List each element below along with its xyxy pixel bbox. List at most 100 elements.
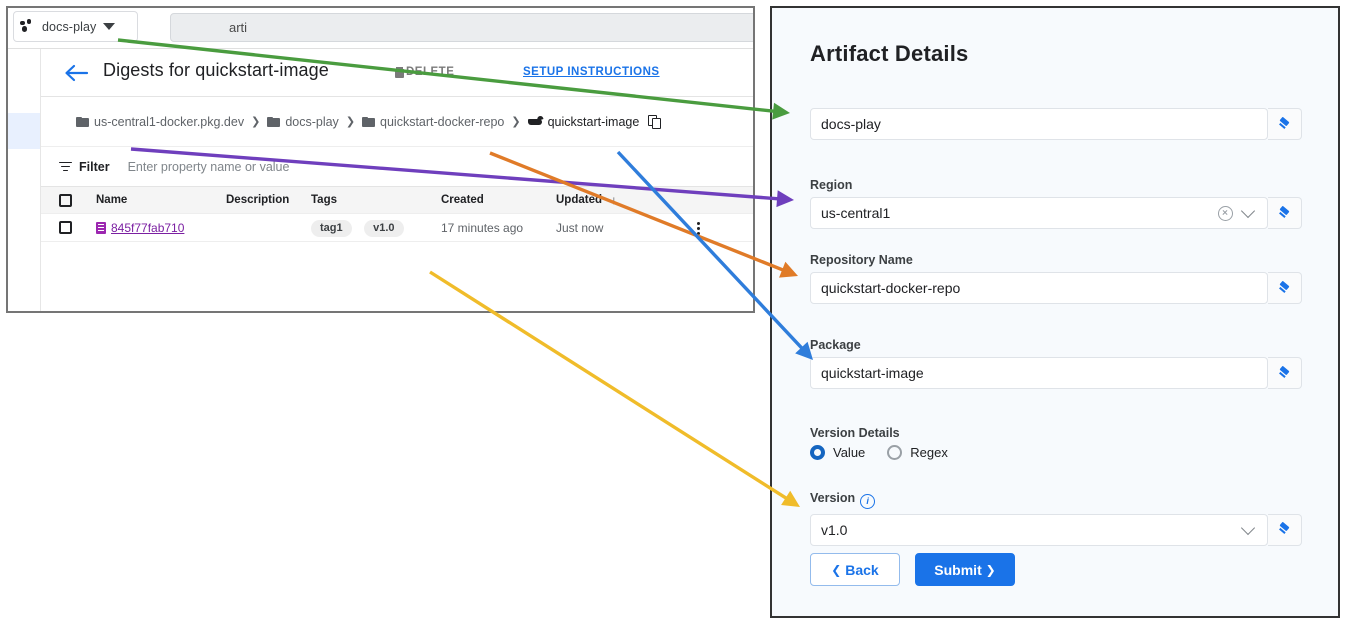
field-region: Region us-central1: [810, 178, 1302, 229]
project-input-value: docs-play: [821, 116, 881, 132]
docker-whale-icon: [527, 116, 544, 127]
repository-name-input-value: quickstart-docker-repo: [821, 280, 961, 296]
chevron-down-icon: [103, 23, 116, 30]
project-dots-icon: [20, 19, 37, 34]
back-button[interactable]: ❮ Back: [810, 553, 900, 586]
radio-value[interactable]: [810, 445, 825, 460]
project-selector-label: docs-play: [42, 19, 97, 34]
field-version-details: Version Details Value Regex: [810, 426, 1302, 460]
filter-label: Filter: [79, 159, 110, 174]
region-label: Region: [810, 178, 853, 192]
console-search-input[interactable]: arti: [170, 13, 753, 42]
chevron-down-icon[interactable]: [1240, 203, 1256, 219]
back-button-label: Back: [845, 561, 879, 578]
pin-button-version[interactable]: [1268, 513, 1302, 546]
filter-bar: Filter Enter property name or value: [41, 147, 753, 187]
radio-value-label: Value: [833, 445, 866, 460]
field-project: docs-play: [810, 108, 1302, 140]
column-header-description[interactable]: Description: [226, 194, 290, 206]
breadcrumb: us-central1-docker.pkg.dev ❯ docs-play ❯…: [41, 97, 753, 147]
info-icon[interactable]: i: [860, 493, 876, 509]
pin-icon: [1278, 282, 1291, 295]
pin-icon: [1278, 207, 1291, 220]
digest-icon: [96, 221, 106, 234]
folder-icon: [267, 116, 281, 127]
breadcrumb-label: docs-play: [285, 114, 339, 129]
rail-active-item[interactable]: [8, 113, 40, 149]
trash-icon: [395, 66, 404, 78]
row-checkbox[interactable]: [59, 221, 72, 234]
folder-icon: [362, 116, 376, 127]
back-button-arrow: ❮: [831, 562, 842, 577]
page-header: Digests for quickstart-image DELETE SETU…: [41, 49, 753, 97]
version-details-label: Version Details: [810, 426, 900, 440]
form-title: Artifact Details: [810, 41, 969, 66]
field-repository-name: Repository Name quickstart-docker-repo: [810, 253, 1302, 304]
field-version: Version i v1.0: [810, 491, 1302, 546]
artifact-registry-console-panel: docs-play arti Digests for quickstart-im…: [6, 6, 755, 313]
filter-icon[interactable]: [59, 161, 72, 172]
page-title: Digests for quickstart-image: [103, 60, 329, 80]
digests-table: Name Description Tags Created Updated ↓ …: [41, 187, 753, 242]
delete-button[interactable]: DELETE: [395, 66, 454, 78]
pin-icon: [1278, 523, 1291, 536]
cell-tags: tag1 v1.0: [311, 218, 441, 237]
version-input-value: v1.0: [821, 521, 848, 538]
chevron-down-icon[interactable]: [1240, 520, 1256, 535]
version-input[interactable]: v1.0: [810, 513, 1268, 546]
sort-desc-icon: ↓: [611, 193, 617, 207]
clear-icon[interactable]: [1218, 205, 1233, 221]
setup-instructions-link[interactable]: SETUP INSTRUCTIONS: [523, 66, 660, 78]
tag-chip[interactable]: v1.0: [364, 219, 404, 237]
repository-name-input[interactable]: quickstart-docker-repo: [810, 272, 1268, 304]
delete-button-label: DELETE: [406, 66, 455, 78]
pin-button-region[interactable]: [1268, 197, 1302, 229]
column-header-name[interactable]: Name: [96, 194, 128, 206]
digest-label: 845f77fab710: [111, 220, 185, 235]
project-input[interactable]: docs-play: [810, 108, 1268, 140]
select-all-checkbox[interactable]: [59, 193, 72, 207]
breadcrumb-item-image: quickstart-image: [527, 114, 640, 129]
version-label: Version: [810, 491, 856, 505]
console-left-rail: [8, 49, 41, 311]
column-header-updated-label: Updated: [556, 194, 602, 206]
breadcrumb-label: quickstart-docker-repo: [380, 114, 505, 129]
version-label-wrap: Version i: [810, 491, 1302, 509]
filter-input[interactable]: Enter property name or value: [127, 159, 290, 174]
table-row[interactable]: 845f77fab710 tag1 v1.0 17 minutes ago Ju…: [41, 214, 753, 242]
breadcrumb-item-project[interactable]: docs-play: [267, 115, 339, 129]
back-arrow-icon[interactable]: [63, 63, 89, 83]
folder-icon: [76, 116, 89, 127]
package-label: Package: [810, 338, 861, 352]
submit-button[interactable]: Submit ❯: [915, 553, 1015, 586]
console-topbar: docs-play arti: [8, 8, 753, 49]
breadcrumb-separator: ❯: [511, 116, 521, 128]
project-selector[interactable]: docs-play: [13, 11, 138, 42]
cell-updated: Just now: [556, 220, 604, 235]
column-header-tags[interactable]: Tags: [311, 194, 337, 206]
radio-regex-label: Regex: [910, 445, 948, 460]
column-header-created[interactable]: Created: [441, 194, 484, 206]
package-input[interactable]: quickstart-image: [810, 357, 1268, 389]
pin-button-repository-name[interactable]: [1268, 272, 1302, 304]
tag-chip[interactable]: tag1: [311, 219, 352, 237]
breadcrumb-item-host[interactable]: us-central1-docker.pkg.dev: [76, 115, 244, 129]
digest-link[interactable]: 845f77fab710: [96, 221, 226, 235]
column-header-updated[interactable]: Updated ↓: [556, 193, 646, 207]
region-input-value: us-central1: [821, 205, 891, 221]
form-actions: ❮ Back Submit ❯: [810, 553, 1015, 586]
breadcrumb-separator: ❯: [251, 116, 261, 128]
pin-icon: [1278, 367, 1291, 380]
row-more-options-icon[interactable]: [697, 222, 701, 236]
breadcrumb-separator: ❯: [345, 116, 356, 128]
pin-button-package[interactable]: [1268, 357, 1302, 389]
artifact-details-form-panel: Artifact Details docs-play Region us-cen…: [770, 6, 1340, 618]
copy-icon[interactable]: [648, 114, 662, 129]
radio-regex[interactable]: [887, 445, 903, 460]
pin-button-project[interactable]: [1268, 108, 1302, 140]
breadcrumb-label: quickstart-image: [547, 114, 640, 129]
submit-button-arrow: ❯: [985, 562, 996, 577]
breadcrumb-item-repo[interactable]: quickstart-docker-repo: [362, 115, 504, 129]
region-input[interactable]: us-central1: [810, 197, 1268, 229]
repository-name-label: Repository Name: [810, 253, 913, 267]
